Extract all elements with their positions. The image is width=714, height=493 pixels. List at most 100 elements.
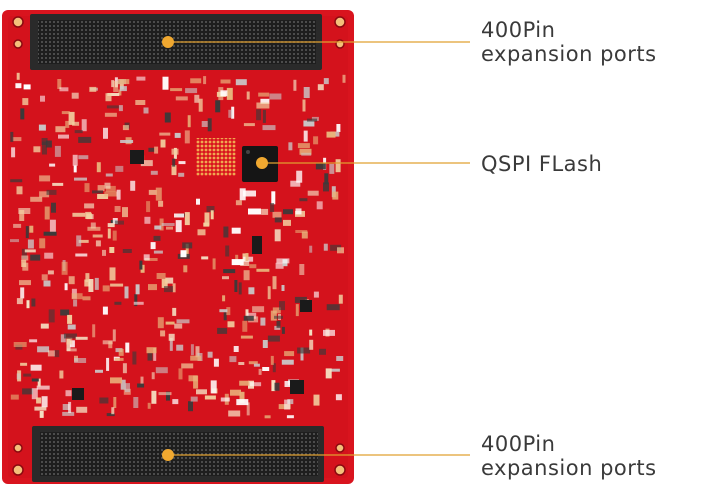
smd-component [106, 105, 119, 109]
smd-component [44, 206, 50, 220]
smd-component [31, 298, 36, 307]
smd-component [57, 79, 62, 89]
smd-component [72, 121, 80, 126]
callout-qspi: QSPI FLash [481, 152, 602, 176]
smd-component [60, 334, 66, 343]
smd-component [329, 163, 335, 174]
smd-component [109, 247, 115, 253]
smd-component [119, 86, 127, 92]
smd-component [96, 162, 101, 173]
smd-component [114, 357, 124, 361]
smd-component [313, 291, 319, 298]
smd-component [109, 267, 116, 281]
smd-component [207, 118, 212, 132]
smd-component [20, 108, 25, 120]
smd-component [26, 300, 30, 309]
smd-component [274, 217, 282, 223]
smd-component [110, 377, 122, 384]
smd-component [151, 390, 157, 404]
smd-component [143, 254, 150, 261]
smd-component [236, 399, 249, 406]
smd-component [10, 131, 14, 142]
callout-top-port: 400Pin expansion ports [481, 18, 657, 66]
smd-component [66, 337, 73, 345]
smd-component [223, 226, 229, 238]
smd-component [325, 368, 332, 379]
mounting-hole [13, 39, 23, 49]
smd-component [107, 93, 120, 96]
smd-component [60, 309, 70, 316]
smd-component [284, 351, 295, 357]
smd-component [249, 264, 257, 269]
smd-component [49, 163, 56, 167]
smd-component [230, 389, 241, 396]
smd-component [164, 112, 171, 123]
smd-component [113, 397, 117, 408]
smd-component [238, 362, 245, 365]
smd-component [184, 130, 190, 144]
smd-component [276, 258, 290, 264]
mounting-hole [13, 443, 23, 453]
smd-component [39, 410, 44, 418]
smd-component [287, 399, 294, 405]
smd-component [88, 279, 94, 292]
soc-bga-area [196, 138, 236, 176]
smd-component [162, 76, 169, 90]
smd-component [227, 321, 235, 328]
smd-component [299, 264, 305, 275]
smd-component [89, 86, 97, 92]
smd-component [97, 194, 109, 199]
smd-component [78, 239, 89, 243]
smd-component [180, 250, 187, 258]
smd-component [99, 397, 109, 404]
smd-component [246, 402, 250, 416]
mounting-holes [12, 16, 346, 476]
smd-component [181, 363, 194, 369]
smd-component [153, 347, 157, 361]
callout-bottom-port: 400Pin expansion ports [481, 432, 657, 480]
smd-component [294, 296, 307, 303]
smd-component [105, 93, 112, 102]
smd-component [144, 216, 151, 224]
smd-component [295, 230, 308, 233]
smd-component [148, 189, 157, 195]
smd-component [272, 276, 277, 290]
smd-component [95, 240, 101, 247]
smd-component [267, 286, 271, 300]
smd-component [22, 98, 29, 106]
smd-component [73, 165, 77, 173]
smd-component [258, 92, 270, 97]
smd-component [262, 340, 268, 348]
pcb-inner-shade [8, 16, 348, 478]
smd-component [332, 191, 339, 200]
smd-component [190, 355, 202, 361]
smd-component [153, 235, 161, 241]
smd-component [165, 321, 175, 325]
smd-component [105, 185, 116, 192]
smd-component [106, 357, 110, 371]
smd-component [43, 231, 57, 236]
smd-component [52, 182, 64, 186]
smd-component [46, 189, 57, 195]
smd-component [71, 293, 83, 300]
smd-component [119, 79, 124, 90]
smd-component [19, 280, 31, 286]
smd-component [290, 180, 301, 187]
smd-component [223, 312, 227, 321]
smd-component [297, 347, 311, 354]
smd-component [40, 95, 45, 102]
smd-component [114, 301, 122, 305]
smd-component [148, 284, 157, 291]
smd-component [274, 315, 283, 319]
smd-component [12, 137, 22, 142]
smd-component [301, 152, 312, 156]
smd-component [319, 348, 326, 355]
smd-component [143, 107, 149, 114]
smd-component [15, 344, 23, 350]
smd-component [309, 245, 313, 253]
smd-component [39, 238, 46, 249]
smd-component [174, 323, 183, 329]
smd-component [281, 285, 285, 291]
smd-component [71, 92, 79, 99]
